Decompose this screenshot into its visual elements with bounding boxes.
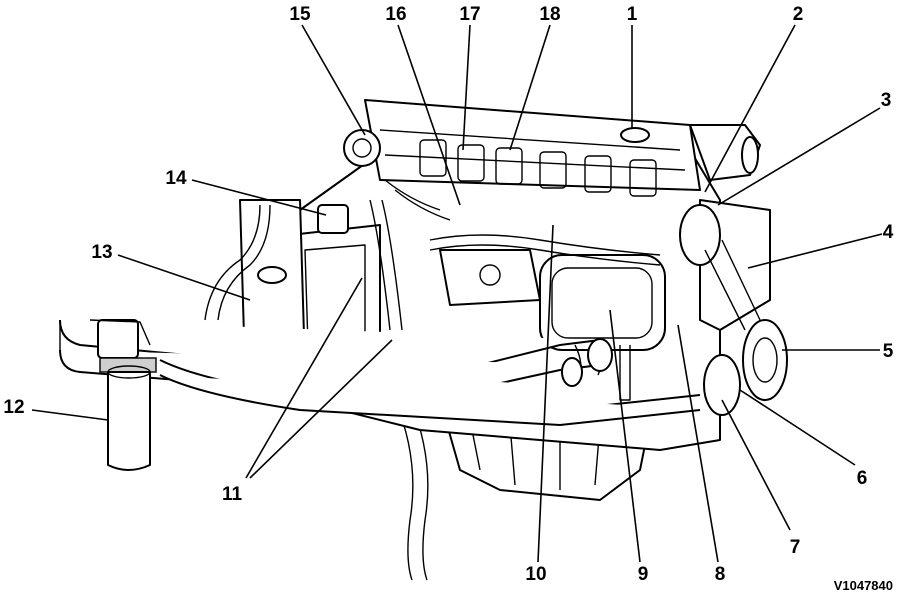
leader-line-9 bbox=[609, 309, 641, 563]
callout-18: 18 bbox=[539, 4, 560, 25]
callout-13: 13 bbox=[91, 242, 112, 263]
leader-line-2 bbox=[704, 24, 796, 193]
callout-17: 17 bbox=[459, 4, 480, 25]
leader-line-16 bbox=[397, 24, 461, 206]
figure-id: V1047840 bbox=[834, 578, 893, 593]
callout-12: 12 bbox=[3, 397, 24, 418]
callout-11: 11 bbox=[222, 484, 243, 505]
callout-7: 7 bbox=[790, 537, 801, 558]
leader-line-15 bbox=[301, 24, 366, 136]
leader-line-12 bbox=[31, 409, 109, 421]
callout-14: 14 bbox=[165, 168, 187, 189]
callout-4: 4 bbox=[883, 222, 894, 243]
leader-line-3 bbox=[717, 107, 881, 206]
callout-6: 6 bbox=[857, 468, 868, 489]
callout-labels: 1 2 3 4 5 6 7 8 9 10 11 12 13 14 15 16 1… bbox=[3, 4, 893, 585]
leader-line-18 bbox=[509, 24, 551, 151]
leader-line-14 bbox=[191, 179, 327, 216]
callout-1: 1 bbox=[627, 4, 638, 25]
leader-line-11a bbox=[245, 277, 363, 479]
leader-lines bbox=[31, 24, 883, 563]
callout-5: 5 bbox=[883, 341, 894, 362]
leader-line-8 bbox=[677, 324, 719, 563]
leader-line-6 bbox=[739, 389, 856, 466]
leader-line-4 bbox=[747, 233, 883, 269]
leader-line-7 bbox=[721, 399, 791, 531]
leader-line-10 bbox=[537, 224, 554, 563]
callout-2: 2 bbox=[793, 4, 804, 25]
callout-8: 8 bbox=[715, 564, 726, 585]
leader-line-13 bbox=[117, 254, 251, 301]
callout-9: 9 bbox=[638, 564, 649, 585]
leader-line-11b bbox=[249, 339, 393, 479]
callout-3: 3 bbox=[881, 90, 892, 111]
callout-10: 10 bbox=[525, 564, 546, 585]
leader-line-17 bbox=[462, 24, 471, 151]
engine-illustration bbox=[59, 99, 788, 581]
callout-16: 16 bbox=[385, 4, 406, 25]
callout-15: 15 bbox=[289, 4, 311, 25]
